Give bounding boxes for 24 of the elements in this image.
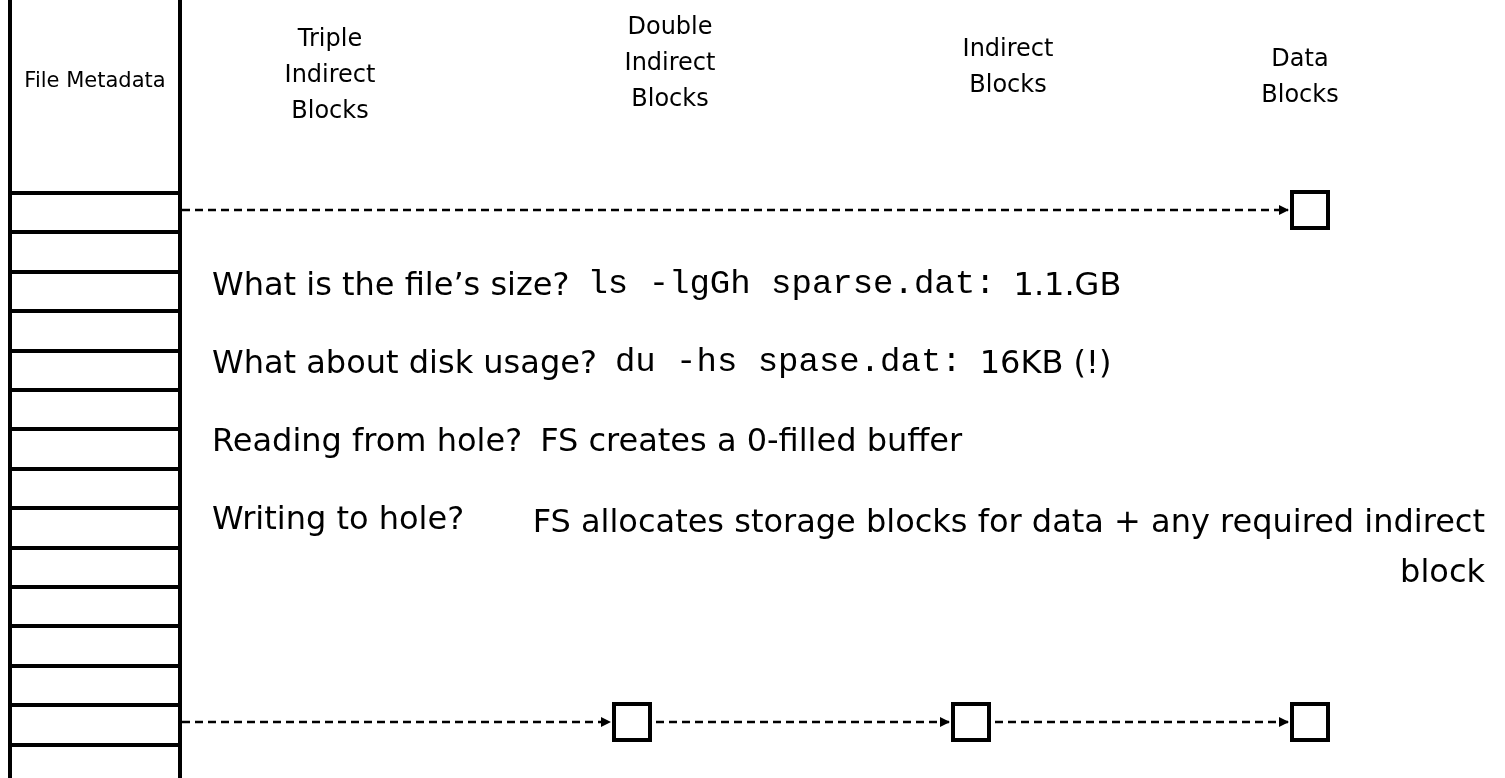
- column-heading: Data Blocks: [1260, 43, 1340, 110]
- column-heading: Double Indirect Blocks: [623, 11, 717, 114]
- answer-text: 16KB (!): [979, 342, 1112, 383]
- block-box: [1290, 702, 1330, 742]
- block-box: [951, 702, 991, 742]
- column-heading: Indirect Blocks: [961, 33, 1055, 100]
- question-text: What is the file’s size?: [212, 264, 570, 305]
- question-text: Writing to hole?: [212, 498, 465, 539]
- answer-text: FS allocates storage blocks for data + any required indirect block: [531, 501, 1485, 592]
- command-text: du -hs spase.dat:: [614, 342, 962, 383]
- arrow: [656, 717, 950, 727]
- inode-table: [8, 0, 182, 778]
- block-box: [612, 702, 652, 742]
- question-text: What about disk usage?: [212, 342, 597, 383]
- arrow: [182, 717, 611, 727]
- arrow: [182, 205, 1289, 215]
- question-text: Reading from hole?: [212, 420, 523, 461]
- node-heading: File Metadata: [23, 67, 167, 94]
- command-text: ls -lgGh sparse.dat:: [587, 264, 996, 305]
- arrow: [995, 717, 1289, 727]
- block-box: [1290, 190, 1330, 230]
- answer-text: 1.1.GB: [1013, 264, 1122, 305]
- column-heading: Triple Indirect Blocks: [283, 23, 377, 126]
- answer-text: FS creates a 0-filled buffer: [540, 420, 963, 461]
